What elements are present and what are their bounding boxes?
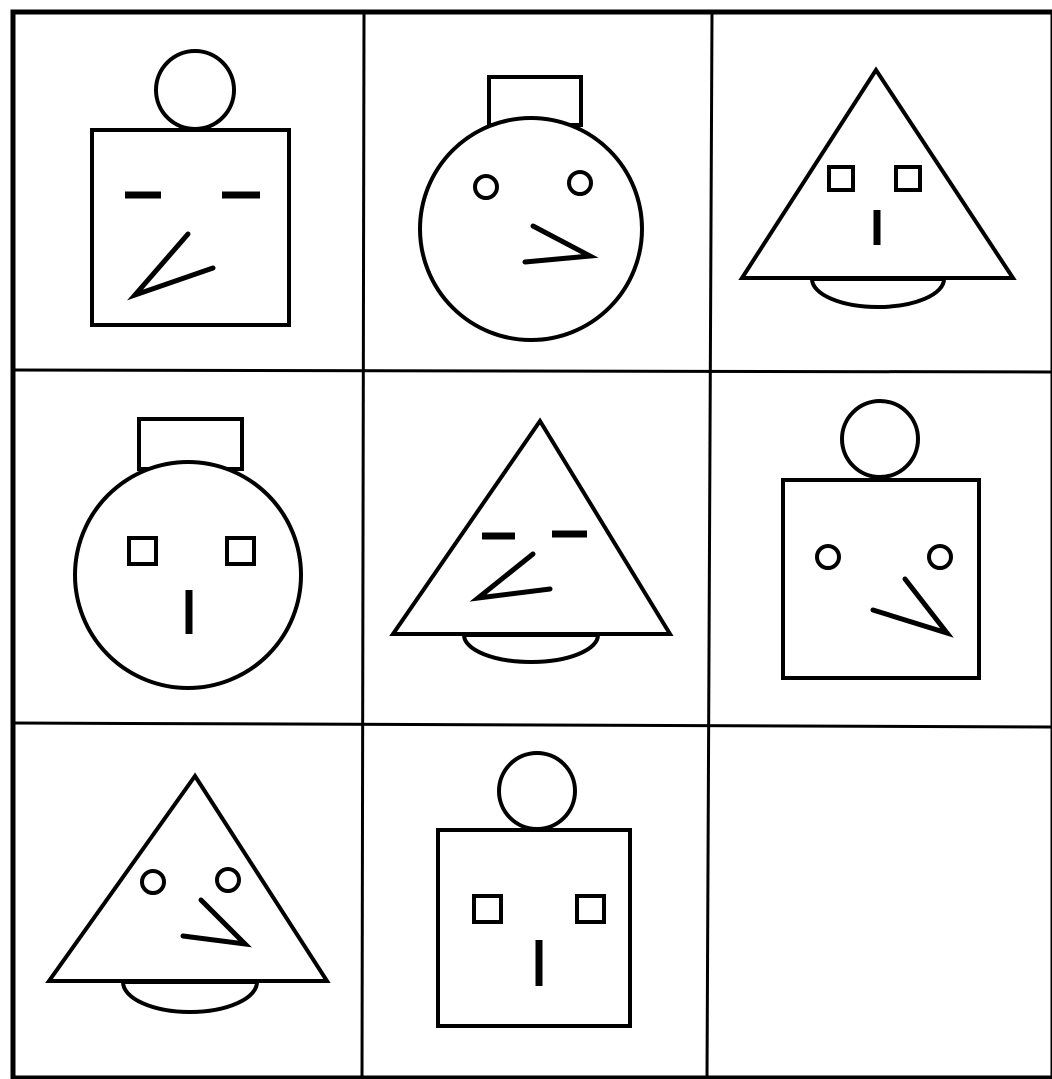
circle-head-icon — [420, 118, 642, 340]
square-head-icon — [92, 130, 289, 325]
square-head-icon — [783, 480, 979, 678]
horizontal-divider-1 — [13, 370, 1052, 372]
square-head-icon — [438, 830, 630, 1026]
circle-head-icon — [75, 462, 301, 688]
cell-9-empty-answer-slot — [710, 727, 1050, 1077]
vertical-divider-1 — [362, 12, 364, 1078]
